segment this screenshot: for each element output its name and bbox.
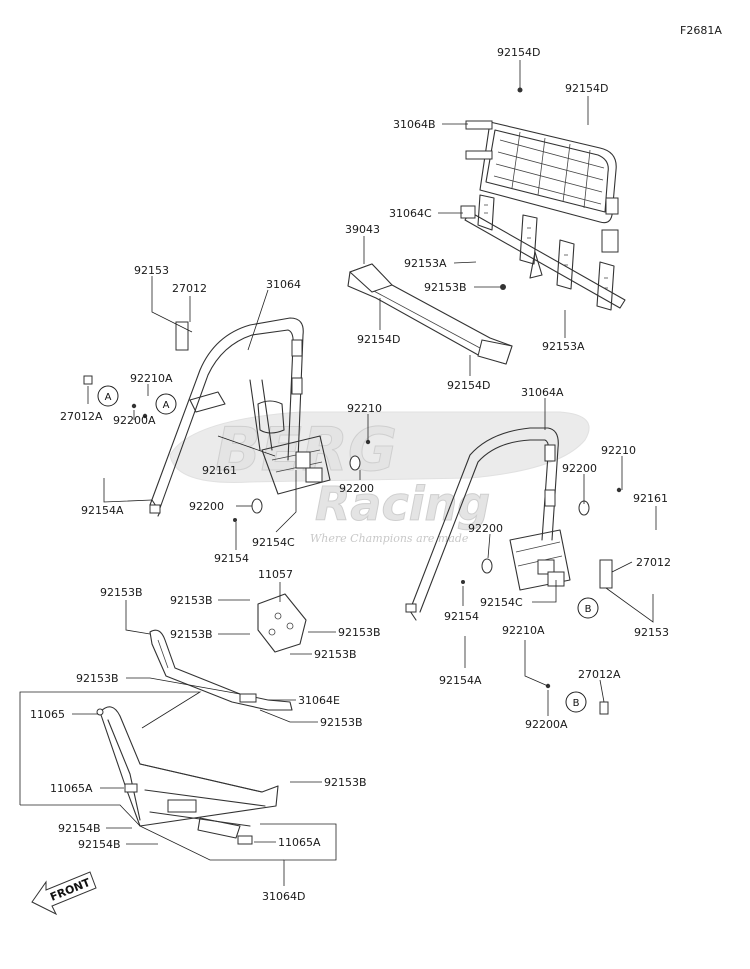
callout-circle: [565, 691, 587, 713]
part-label: 92154D: [357, 333, 400, 346]
callout-circle: [97, 385, 119, 407]
front-bumper-part: [96, 706, 279, 845]
part-label: 92154A: [81, 504, 124, 517]
callout-letter: A: [105, 392, 112, 403]
part-label: 31064E: [298, 694, 340, 707]
part-label: 31064B: [393, 118, 436, 131]
leader-lines: [19, 60, 657, 886]
rack-bracket-rail-part: [460, 194, 626, 311]
support-bar-part: [149, 629, 293, 711]
hardware-parts: [83, 87, 622, 715]
part-label: 92153A: [542, 340, 585, 353]
part-label: 27012: [172, 282, 207, 295]
part-label: 92154D: [565, 82, 608, 95]
part-label: 92153B: [320, 716, 363, 729]
part-label: 31064D: [262, 890, 305, 903]
part-label: 92210A: [502, 624, 545, 637]
watermark-brand: BERG: [215, 415, 397, 485]
part-label: 92153: [634, 626, 669, 639]
part-label: 92210: [347, 402, 382, 415]
part-label: 11065: [30, 708, 65, 721]
callout-letter: A: [163, 400, 170, 411]
part-label: 92153B: [76, 672, 119, 685]
part-label: 27012: [636, 556, 671, 569]
callout-circle: [577, 597, 599, 619]
cross-bar-part: [347, 263, 513, 365]
part-label: 92154D: [497, 46, 540, 59]
left-roll-bar-part: [149, 317, 331, 517]
part-label: 92153B: [338, 626, 381, 639]
front-arrow-icon: FRONT: [31, 871, 97, 916]
right-roll-bar-part: [405, 427, 571, 621]
callout-letter: B: [585, 604, 592, 615]
figure-code: F2681A: [680, 24, 722, 37]
part-label: 92161: [202, 464, 237, 477]
part-label: 39043: [345, 223, 380, 236]
part-label: 92154C: [480, 596, 523, 609]
part-label: 92154: [214, 552, 249, 565]
part-label: 31064A: [521, 386, 564, 399]
watermark-tagline: Where Champions are made: [310, 532, 469, 545]
part-label: 92200A: [113, 414, 156, 427]
part-label: 92210A: [130, 372, 173, 385]
part-label: 92153B: [170, 628, 213, 641]
part-label: 92200A: [525, 718, 568, 731]
part-label: 92153B: [100, 586, 143, 599]
part-label: 92161: [633, 492, 668, 505]
part-label: 92154: [444, 610, 479, 623]
callout-letter: B: [573, 698, 580, 709]
part-label: 92153: [134, 264, 169, 277]
part-label: 31064C: [389, 207, 432, 220]
part-label: 92200: [562, 462, 597, 475]
callout-group: A A B B: [97, 385, 599, 713]
part-label: 92153B: [170, 594, 213, 607]
part-label: 11065A: [278, 836, 321, 849]
part-label: 92154B: [78, 838, 121, 851]
callout-circle: [155, 393, 177, 415]
part-label: 92154D: [447, 379, 490, 392]
part-label: 31064: [266, 278, 301, 291]
part-label: 11065A: [50, 782, 93, 795]
part-label: 92200: [468, 522, 503, 535]
part-label: 92210: [601, 444, 636, 457]
part-label: 92153B: [314, 648, 357, 661]
part-label: 11057: [258, 568, 293, 581]
part-labels: 92154D 92154D 31064B 31064C 39043 92153A…: [30, 46, 671, 903]
plate-part: [257, 593, 307, 653]
part-label: 92154A: [439, 674, 482, 687]
part-label: 92153B: [424, 281, 467, 294]
part-label: 92200: [339, 482, 374, 495]
watermark: BERG Racing Where Champions are made: [169, 411, 590, 545]
part-label: 92200: [189, 500, 224, 513]
part-label: 92154C: [252, 536, 295, 549]
part-label: 27012A: [60, 410, 103, 423]
part-label: 92154B: [58, 822, 101, 835]
part-label: 92153A: [404, 257, 447, 270]
part-label: 92153B: [324, 776, 367, 789]
part-label: 27012A: [578, 668, 621, 681]
rear-rack-part: [465, 120, 619, 253]
